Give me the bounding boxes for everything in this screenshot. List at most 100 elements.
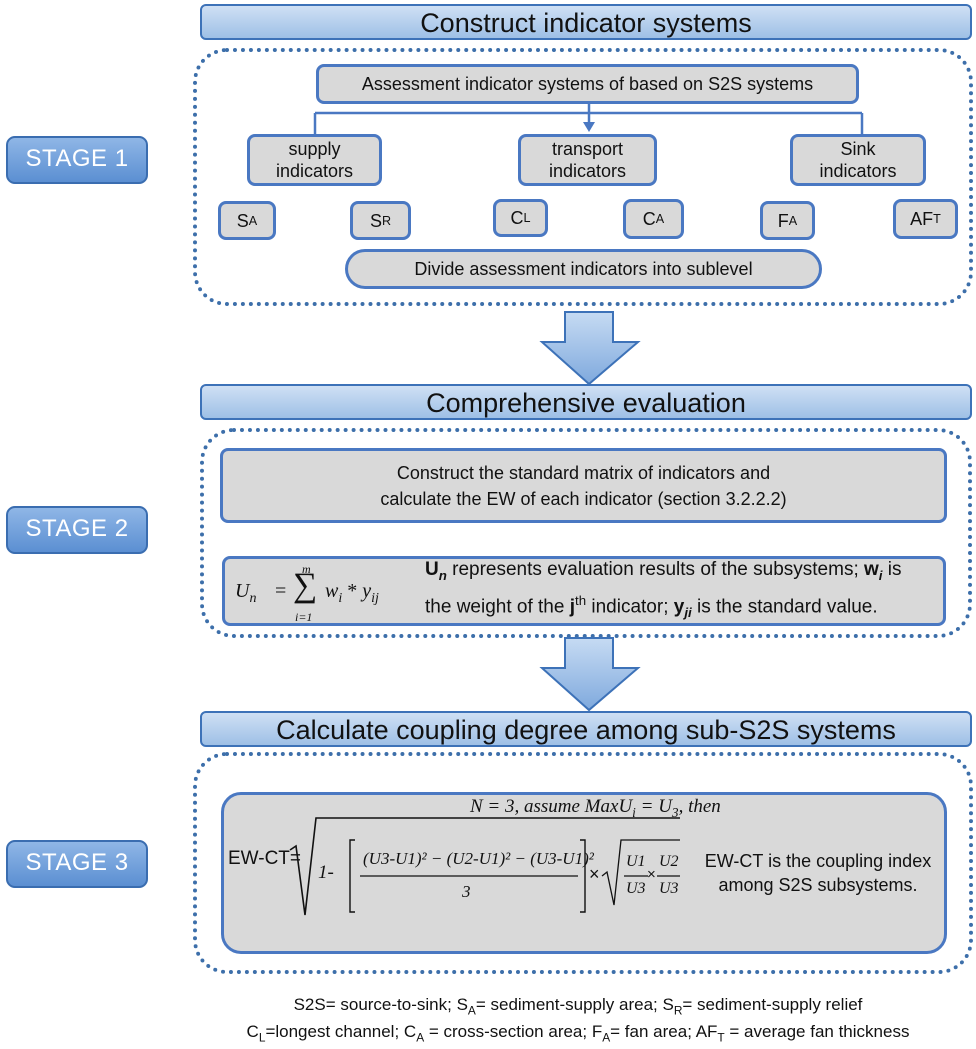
- legend-l1-part-3: R: [673, 1003, 683, 1018]
- indicator-ca-sub: A: [655, 212, 665, 226]
- ewct-times: ×: [589, 864, 600, 884]
- stage2-header: Comprehensive evaluation: [200, 384, 972, 420]
- legend-l2-part-4: = cross-section area; F: [424, 1022, 603, 1042]
- sum-lower-limit: i=1: [295, 610, 313, 624]
- formula-times: *: [347, 580, 358, 602]
- legend-l2-part-1: L: [258, 1030, 266, 1045]
- ewct-frac1-den: U3: [626, 880, 646, 897]
- legend-l2-part-2: =longest channel; C: [265, 1022, 417, 1042]
- evaluation-formula: Un = m ∑ i=1 wi * yij: [233, 558, 413, 624]
- indicator-fa-sub: A: [788, 213, 798, 228]
- flow-arrow-2: [539, 637, 641, 712]
- desc-th: th: [575, 592, 587, 608]
- legend-line-2: CL=longest channel; CA = cross-section a…: [180, 1021, 976, 1048]
- assumption-sub2: 3: [671, 804, 679, 820]
- legend-l2-part-6: = fan area; AF: [610, 1022, 718, 1042]
- indicator-sr-sub: R: [381, 213, 392, 228]
- indicator-cl-sub: L: [523, 211, 531, 225]
- indicator-sa-main: S: [236, 210, 249, 231]
- sum-upper-limit: m: [302, 562, 311, 576]
- ewct-frac2-num: U2: [659, 853, 679, 870]
- stage1-connectors: [313, 103, 864, 137]
- standard-matrix-line2: calculate the EW of each indicator (sect…: [380, 488, 787, 509]
- transport-label-1: transport: [551, 139, 624, 159]
- assumption-then: , then: [678, 796, 721, 817]
- ewct-frac1-num: U1: [626, 853, 646, 870]
- ewct-numerator: (U3-U1)² − (U2-U1)² − (U3-U1)²: [363, 849, 594, 868]
- stage3-label: STAGE 3: [6, 840, 148, 888]
- assumption-text: N = 3, assume MaxU: [470, 796, 633, 817]
- sink-label-2: indicators: [819, 161, 897, 181]
- legend-l2-part-7: T: [717, 1030, 725, 1045]
- ewct-desc-line2: among S2S subsystems.: [718, 875, 918, 895]
- formula-y: y: [362, 580, 372, 602]
- formula-equals: =: [275, 580, 287, 602]
- legend-l2-part-0: C: [246, 1022, 259, 1042]
- indicator-fa-main: F: [777, 210, 789, 231]
- desc-text-4: indicator;: [586, 596, 674, 618]
- desc-j: j: [569, 596, 575, 618]
- formula-w: w: [325, 580, 339, 602]
- desc-text-2: is: [882, 559, 902, 581]
- transport-label-2: indicators: [548, 161, 627, 181]
- formula-y-sub: ij: [371, 591, 379, 606]
- divide-sublevel-text: Divide assessment indicators into sublev…: [414, 259, 753, 279]
- desc-w: w: [864, 559, 879, 581]
- stage3-header: Calculate coupling degree among sub-S2S …: [200, 711, 972, 747]
- sink-indicators-box: Sink indicators: [790, 134, 926, 186]
- divide-sublevel-box: Divide assessment indicators into sublev…: [345, 249, 822, 289]
- connector-arrowhead: [583, 122, 595, 132]
- stage2-container: [200, 428, 972, 638]
- ewct-frac2-den: U3: [659, 880, 679, 897]
- formula-lhs-sub: n: [249, 591, 257, 606]
- supply-label-1: supply: [288, 139, 341, 159]
- desc-text-5: is the standard value.: [691, 596, 878, 618]
- sum-symbol: ∑: [293, 567, 318, 604]
- ewct-one-minus: 1-: [318, 862, 334, 883]
- formula-w-sub: i: [338, 591, 343, 606]
- supply-label-2: indicators: [275, 161, 354, 181]
- desc-text-1: represents evaluation results of the sub…: [446, 559, 865, 581]
- ewct-denominator: 3: [462, 882, 471, 901]
- flow-arrow-1: [539, 311, 641, 386]
- indicator-cl-main: C: [510, 208, 524, 228]
- desc-text-3: the weight of the: [425, 596, 570, 618]
- desc-y-sub: ji: [684, 604, 692, 620]
- assumption-rest: = U: [635, 796, 672, 817]
- legend-l1-part-1: A: [467, 1003, 476, 1018]
- desc-u: U: [425, 559, 439, 581]
- assessment-indicator-box: Assessment indicator systems of based on…: [316, 64, 859, 104]
- ewct-desc-line1: EW-CT is the coupling index: [704, 851, 932, 871]
- evaluation-formula-description: Un represents evaluation results of the …: [425, 557, 902, 625]
- ewct-lhs: EW-CT=: [228, 848, 302, 869]
- indicator-sa-sub: A: [248, 213, 258, 228]
- standard-matrix-line1: Construct the standard matrix of indicat…: [396, 462, 771, 483]
- sink-label-1: Sink: [840, 139, 876, 159]
- stage1-label: STAGE 1: [6, 136, 148, 184]
- legend-line-1: S2S= source-to-sink; SA= sediment-supply…: [180, 994, 976, 1021]
- legend: S2S= source-to-sink; SA= sediment-supply…: [180, 994, 976, 1049]
- indicator-ca-main: C: [642, 209, 656, 229]
- assessment-indicator-text: Assessment indicator systems of based on…: [361, 74, 814, 94]
- indicator-aft-main: AF: [910, 209, 934, 229]
- legend-l1-part-0: S2S= source-to-sink; S: [293, 995, 468, 1014]
- transport-indicators-box: transport indicators: [518, 134, 657, 186]
- desc-u-sub: n: [438, 567, 447, 583]
- assumption-sub: i: [632, 804, 636, 820]
- coupling-formula-box: [221, 792, 947, 954]
- legend-l1-part-2: = sediment-supply area; S: [475, 995, 674, 1014]
- coupling-assumption: N = 3, assume MaxUi = U3, then: [470, 796, 721, 821]
- stage1-header: Construct indicator systems: [200, 4, 972, 40]
- evaluation-formula-box: Un = m ∑ i=1 wi * yij Un represents eval…: [222, 556, 946, 626]
- desc-w-sub: i: [878, 567, 883, 583]
- ewct-description: EW-CT is the coupling index among S2S su…: [688, 849, 948, 897]
- legend-l1-part-4: = sediment-supply relief: [682, 995, 863, 1014]
- legend-l2-part-8: = average fan thickness: [724, 1022, 910, 1042]
- indicator-sr-main: S: [369, 210, 382, 231]
